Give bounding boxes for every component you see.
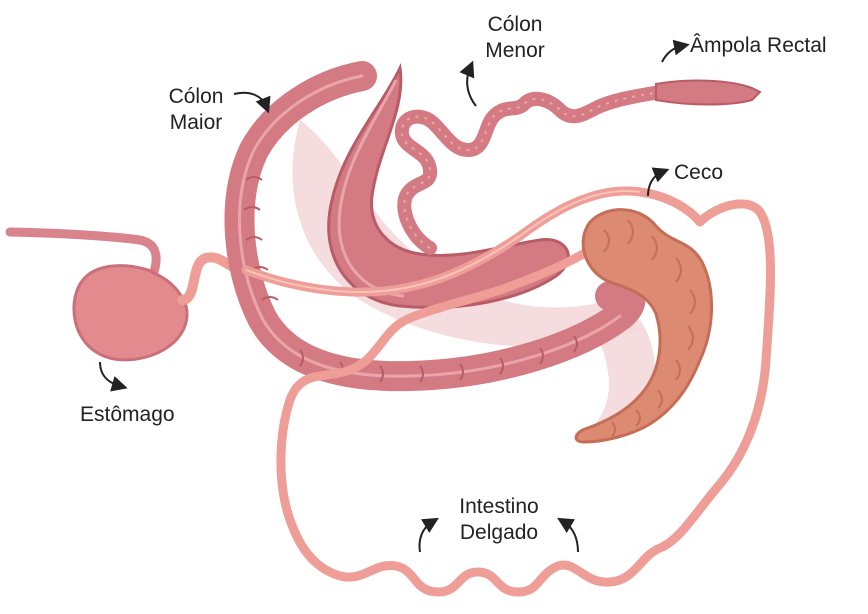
estomago-label: Estômago xyxy=(80,402,175,428)
ampola-rectal-label: Âmpola Rectal xyxy=(690,33,827,59)
colon-maior-label-line1: Cólon xyxy=(156,84,236,110)
intestino-delgado-label-line1: Intestino xyxy=(444,494,554,520)
ampola-rectal-shape xyxy=(656,81,760,105)
colon-menor-label: Cólon Menor xyxy=(470,12,560,64)
intestino-delgado-arrow-right xyxy=(564,522,578,552)
colon-maior-label-line2: Maior xyxy=(156,110,236,136)
intestino-delgado-label: Intestino Delgado xyxy=(444,494,554,546)
colon-maior-label: Cólon Maior xyxy=(156,84,236,136)
ceco-label: Ceco xyxy=(674,160,723,186)
colon-menor-label-line1: Cólon xyxy=(470,12,560,38)
intestino-delgado-label-line2: Delgado xyxy=(444,520,554,546)
colon-menor-arrow xyxy=(467,68,476,106)
intestino-delgado-arrow-left xyxy=(420,522,433,552)
ampola-rectal-arrow xyxy=(662,46,682,62)
estomago-arrow xyxy=(100,362,120,386)
colon-menor-label-line2: Menor xyxy=(470,38,560,64)
colon-maior-arrow xyxy=(234,93,266,106)
